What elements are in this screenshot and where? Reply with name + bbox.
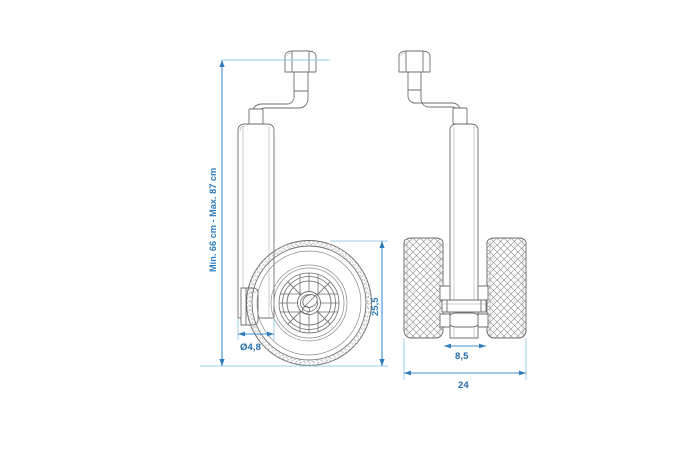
wheel-front	[246, 240, 372, 366]
tyre-tread-front	[247, 241, 371, 365]
dimension-overall-height: Min. 66 cm - Max. 87 cm	[200, 59, 330, 367]
dimension-label-overall-height: Min. 66 cm - Max. 87 cm	[208, 168, 218, 272]
dimension-inner-gap: 8,5	[444, 343, 486, 362]
tube-collar-front	[248, 108, 264, 126]
tube-collar-side	[452, 107, 468, 125]
dimension-label-inner-gap: 8,5	[455, 351, 469, 362]
handle-knob-side	[398, 50, 431, 91]
dimension-tube-diameter: Ø4,8	[237, 318, 275, 353]
dimension-wheel-diameter: 25,5	[330, 240, 388, 367]
dimension-label-overall-width: 24	[458, 380, 469, 391]
side-view-group: 8,5 24	[398, 50, 527, 391]
support-tube-front	[237, 123, 275, 319]
dimension-label-tube-diameter: Ø4,8	[240, 342, 261, 353]
tyre-right-side	[486, 237, 527, 339]
handle-knob-front	[284, 50, 317, 92]
crank-arm-side	[407, 89, 461, 121]
dimension-label-wheel-diameter: 25,5	[370, 297, 381, 316]
dimension-overall-width: 24	[403, 338, 527, 391]
front-view-group: Min. 66 cm - Max. 87 cm Ø4,8 25,5	[200, 50, 388, 367]
tyre-left-side	[403, 237, 444, 339]
axle-assembly-side	[439, 285, 489, 328]
